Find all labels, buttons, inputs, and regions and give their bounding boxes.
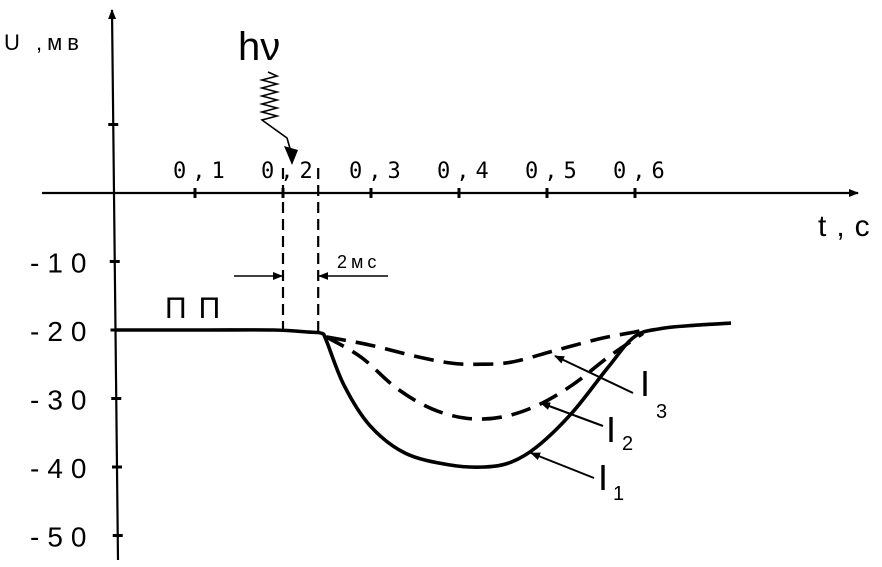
- curve-label-subscript: 2: [622, 433, 633, 455]
- x-tick-label: 0,5: [525, 159, 583, 184]
- ticks: 0,1 0,2 0,3 0,4 0,5 0,6 -10 -20 -30 -40 -50: [30, 123, 671, 553]
- curve-pointer-arrow: [554, 355, 634, 394]
- y-tick-label: -10: [30, 248, 94, 279]
- curve-label-letter: I: [640, 363, 650, 404]
- y-tick-label: -40: [30, 453, 94, 484]
- curve-pointer-arrow: [530, 452, 595, 479]
- curves: [115, 321, 732, 470]
- baseline-label: ПП: [165, 292, 232, 325]
- x-axis-label: t,c: [818, 210, 880, 243]
- stimulus-markers: [281, 168, 320, 334]
- curve-i1: [115, 321, 732, 470]
- y-axis: [108, 9, 120, 561]
- curve-i3: [325, 328, 644, 367]
- curve-i2: [325, 331, 645, 421]
- photon-label: hν: [238, 25, 280, 69]
- x-tick-label: 0,3: [349, 159, 407, 184]
- curve-label-subscript: 1: [613, 483, 624, 505]
- y-tick-label: -50: [30, 522, 94, 553]
- y-tick-label: -20: [30, 316, 94, 347]
- x-tick-label: 0,2: [261, 159, 319, 184]
- x-tick-label: 0,1: [173, 159, 231, 184]
- curve-label-letter: I: [598, 457, 608, 498]
- photon-arrowhead: [284, 146, 298, 165]
- curve-pointer-arrow: [540, 402, 604, 427]
- axes: U ,мв t,c: [4, 9, 880, 561]
- curve-label-subscript: 3: [656, 401, 667, 423]
- curve-label-letter: I: [606, 409, 616, 450]
- x-tick-label: 0,6: [613, 159, 671, 184]
- photon-wavy-arrow: [258, 71, 292, 153]
- x-tick-label: 0,4: [437, 159, 495, 184]
- interval-label: 2мс: [337, 252, 380, 272]
- y-tick-label: -30: [30, 385, 94, 416]
- y-axis-label: U ,мв: [4, 30, 84, 55]
